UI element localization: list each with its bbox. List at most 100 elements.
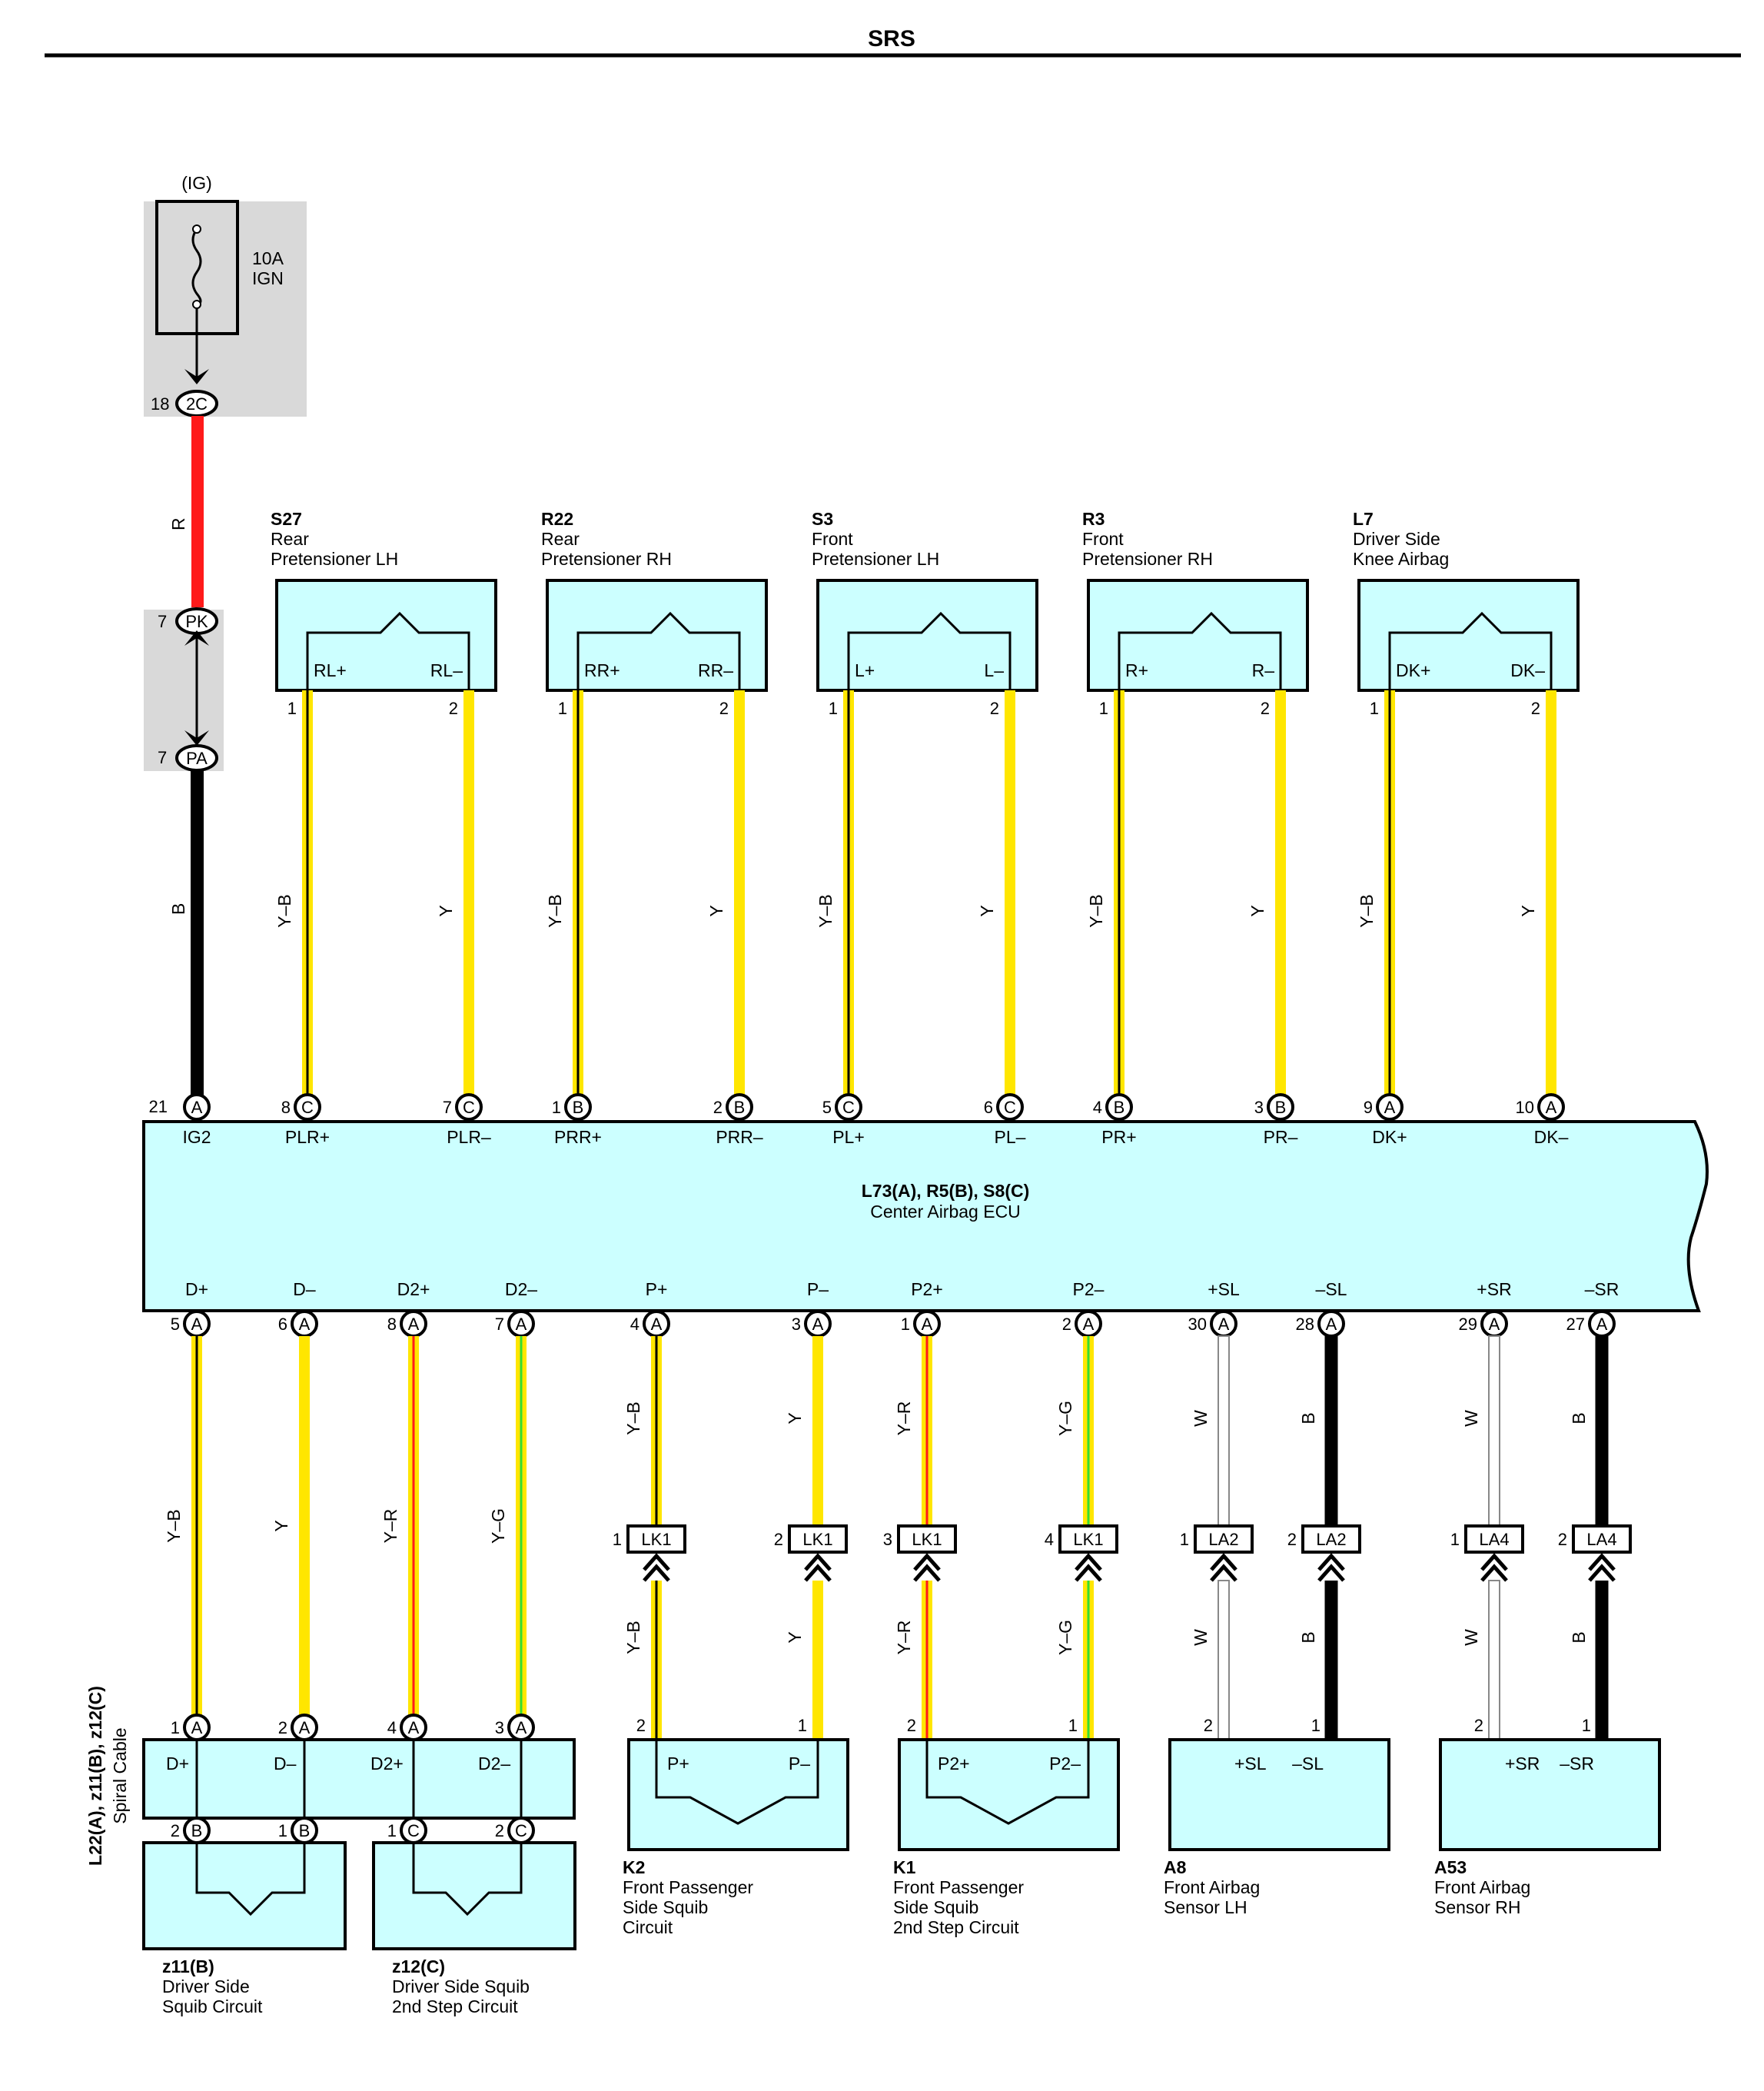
squib-name-line1: Driver Side Squib xyxy=(392,1976,530,1996)
component-box xyxy=(816,579,1038,692)
pin-number: 30 xyxy=(1188,1315,1207,1334)
squib-symbol-icon xyxy=(655,1740,819,1825)
fuse-rating: 10A xyxy=(252,248,284,268)
pin-connector-code: B xyxy=(1275,1098,1287,1117)
wire-color-label: Y–G xyxy=(1055,1401,1075,1436)
wire-color-label: Y xyxy=(436,905,456,916)
connector-arrow-icon xyxy=(184,369,209,384)
wire-color-label: Y–B xyxy=(545,894,565,927)
component-name-line2: Sensor LH xyxy=(1164,1897,1247,1917)
center-airbag-ecu: L73(A), R5(B), S8(C) Center Airbag ECU I… xyxy=(142,1093,1709,1312)
ecu-pin-label: PL+ xyxy=(832,1127,865,1147)
ecu-pin-label: IG2 xyxy=(182,1127,211,1147)
ecu-pin-label: +SL xyxy=(1208,1279,1240,1299)
component-name-line1: Front Airbag xyxy=(1164,1877,1260,1897)
wire-stripe xyxy=(655,1581,658,1740)
fuse-shade xyxy=(144,201,307,417)
wire-stripe xyxy=(847,690,850,1095)
wire-stripe xyxy=(925,1581,929,1740)
page-title: SRS xyxy=(868,26,915,52)
squib-code: z12(C) xyxy=(392,1956,445,1976)
pin-number: 2 xyxy=(1204,1716,1213,1735)
pin-connector-code: A xyxy=(1218,1315,1230,1334)
wire-stripe xyxy=(1087,1581,1090,1740)
pin-number: 1 xyxy=(287,699,297,718)
pin-number: 2 xyxy=(449,699,458,718)
fuse-connector-code: 2C xyxy=(186,394,208,414)
pin-connector-code: C xyxy=(463,1098,475,1117)
pin-number: 3 xyxy=(1254,1098,1264,1117)
pin-connector-code: A xyxy=(191,1718,203,1737)
squib-box xyxy=(372,1841,576,1950)
component-name-line1: Driver Side xyxy=(1353,529,1440,549)
pin-number: 1 xyxy=(901,1315,910,1334)
junction-pin: 4 xyxy=(1045,1530,1054,1549)
ecu-pin-label: –SR xyxy=(1585,1279,1619,1299)
fuse-pin-number: 18 xyxy=(151,394,169,414)
jc-shade xyxy=(144,610,224,771)
pin-number: 4 xyxy=(630,1315,639,1334)
wire-color-label: Y–R xyxy=(894,1401,914,1436)
junction-code: LK1 xyxy=(802,1530,832,1549)
component-name-line3: 2nd Step Circuit xyxy=(893,1917,1019,1937)
ecu-body xyxy=(142,1120,1709,1312)
junction-code: LK1 xyxy=(912,1530,942,1549)
wire-stripe xyxy=(520,1336,523,1716)
wire-stripe xyxy=(412,1336,415,1716)
pin-connector xyxy=(1105,1093,1133,1121)
spiral-code: L22(A), z11(B), z12(C) xyxy=(85,1686,105,1866)
pin-number: 7 xyxy=(443,1098,452,1117)
squib-name-line1: Driver Side xyxy=(162,1976,250,1996)
ecu-code: L73(A), R5(B), S8(C) xyxy=(862,1181,1030,1201)
component-code: A8 xyxy=(1164,1857,1187,1877)
wire-stripe xyxy=(195,1336,198,1716)
wire-color-label: Y xyxy=(706,905,726,916)
pin-number: 1 xyxy=(1099,699,1108,718)
terminal-label-pos: P2+ xyxy=(938,1754,970,1774)
component-name-line1: Front xyxy=(1082,529,1124,549)
pin-number: 2 xyxy=(1261,699,1270,718)
pin-connector-code: B xyxy=(1114,1098,1125,1117)
wire-white xyxy=(1488,1580,1500,1740)
pin-connector-code: B xyxy=(734,1098,746,1117)
wire xyxy=(1324,1336,1338,1526)
junction-connector xyxy=(1572,1524,1632,1554)
fuse-terminal-icon xyxy=(192,224,201,234)
pin-number: 1 xyxy=(558,699,567,718)
ecu-pin-label: PLR– xyxy=(447,1127,491,1147)
fuse-name: IGN xyxy=(252,268,284,288)
pin-connector-code: B xyxy=(191,1821,203,1840)
wire-stripe xyxy=(576,690,580,1095)
component-name-line2: Side Squib xyxy=(623,1897,708,1917)
terminal-label-pos: P+ xyxy=(667,1754,689,1774)
pin-connector-code: A xyxy=(1489,1315,1500,1334)
pin-connector-code: A xyxy=(1083,1315,1095,1334)
wire xyxy=(812,1336,823,1526)
junction-code: LA2 xyxy=(1316,1530,1346,1549)
terminal-label-neg: DK– xyxy=(1510,660,1545,680)
component-code: R3 xyxy=(1082,509,1105,529)
junction-pin: 2 xyxy=(1287,1530,1297,1549)
pin-number: 1 xyxy=(387,1821,397,1840)
component-box xyxy=(1439,1738,1661,1851)
connector-chevron-icon xyxy=(1480,1553,1508,1582)
wire-color-label: B xyxy=(1569,1412,1589,1424)
pretensioner-symbol-icon xyxy=(576,611,741,690)
pin-connector xyxy=(455,1093,483,1121)
pk-code: PK xyxy=(185,612,208,631)
connector-chevron-icon xyxy=(643,1553,670,1582)
wire xyxy=(1595,1336,1609,1526)
ecu-top-pins: C8PLR+C7PLR–B1PRR+B2PRR–C5PL+C6PL–B4PR+B… xyxy=(281,1093,1569,1147)
pin-number: 6 xyxy=(984,1098,993,1117)
wire-color-label: B xyxy=(1298,1412,1318,1424)
pin-number: 9 xyxy=(1364,1098,1373,1117)
ecu-pin-label: D– xyxy=(293,1279,316,1299)
pin-connector xyxy=(564,1093,592,1121)
spiral-name: Spiral Cable xyxy=(110,1727,130,1823)
junction-code: LA2 xyxy=(1208,1530,1238,1549)
component-name-line2: Pretensioner LH xyxy=(271,549,398,569)
terminal-label-pos: R+ xyxy=(1125,660,1148,680)
wire-stripe xyxy=(1388,690,1391,1095)
pin-connector-code: C xyxy=(1004,1098,1016,1117)
pin-number: 4 xyxy=(387,1718,397,1737)
